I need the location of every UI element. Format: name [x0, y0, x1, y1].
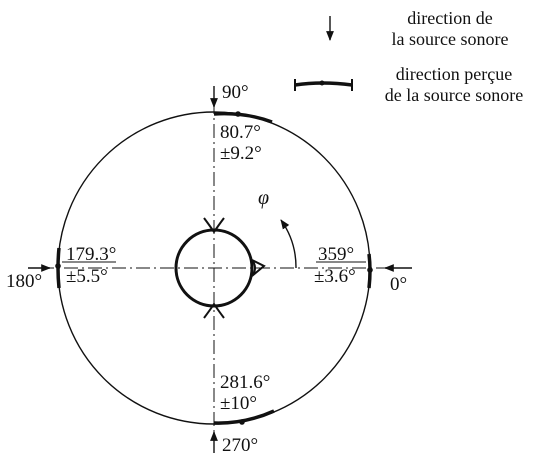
head-bottom-marker	[203, 302, 225, 319]
perceived-arc-top	[213, 111, 273, 124]
head-circle	[174, 228, 254, 308]
label-angle-right: 0°	[390, 274, 407, 295]
label-bottom-value: 281.6°	[220, 372, 270, 393]
label-bottom-error: ±10°	[220, 393, 257, 414]
head-top-marker	[203, 217, 225, 234]
phi-arc	[280, 219, 297, 269]
legend-source-line2: la source sonore	[392, 29, 509, 49]
head-right-marker	[251, 259, 266, 277]
legend-perceived-dot	[319, 80, 325, 86]
legend-perceived-line1: direction perçue	[396, 64, 512, 84]
label-angle-top: 90°	[222, 82, 249, 103]
legend: direction de la source sonore direction …	[294, 8, 523, 105]
legend-perceived-line2: de la source sonore	[385, 85, 523, 105]
perceived-dot-top	[235, 111, 241, 117]
perceived-arc-bottom	[213, 409, 275, 425]
label-top-error: ±9.2°	[220, 143, 262, 164]
perceived-dot-bottom	[239, 419, 245, 425]
phi-symbol: φ	[258, 187, 269, 209]
label-left-error: ±5.5°	[66, 266, 108, 287]
label-angle-bottom: 270°	[222, 435, 258, 456]
label-right-value: 359°	[318, 244, 354, 265]
label-left-value: 179.3°	[66, 244, 116, 265]
perceived-dot-left	[55, 263, 61, 269]
perceived-dot-right	[367, 267, 373, 273]
label-top-value: 80.7°	[220, 122, 261, 143]
label-angle-left: 180°	[6, 271, 42, 292]
label-right-error: ±3.6°	[314, 266, 356, 287]
legend-source-line1: direction de	[407, 8, 492, 28]
